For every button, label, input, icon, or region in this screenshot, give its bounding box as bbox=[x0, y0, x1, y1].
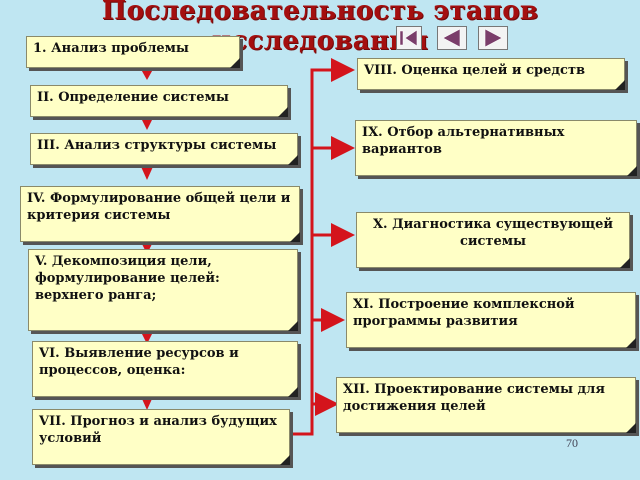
next-slide-button[interactable] bbox=[478, 26, 508, 50]
step-9-box: IX. Отбор альтернативных вариантов bbox=[355, 120, 637, 176]
step-7-box: VII. Прогноз и анализ будущих условий bbox=[32, 409, 290, 465]
page-title: Последовательность этапов исследования bbox=[101, 0, 539, 56]
prev-icon bbox=[442, 28, 461, 48]
step-1-box: 1. Анализ проблемы bbox=[26, 36, 240, 68]
step-4-box: IV. Формулирование общей цели и критерия… bbox=[20, 186, 300, 242]
page-number: 70 bbox=[566, 436, 578, 450]
step-6-box: VI. Выявление ресурсов и процессов, оцен… bbox=[32, 341, 298, 397]
step-5-box: V. Декомпозиция цели, формулирование цел… bbox=[28, 249, 298, 331]
first-slide-button[interactable] bbox=[396, 26, 422, 50]
first-icon bbox=[399, 29, 418, 47]
step-2-box: II. Определение системы bbox=[30, 85, 288, 117]
step-8-box: VIII. Оценка целей и средств bbox=[357, 58, 625, 90]
step-12-box: XII. Проектирование системы для достижен… bbox=[336, 377, 636, 433]
step-3-box: III. Анализ структуры системы bbox=[30, 133, 298, 165]
step-11-box: XI. Построение комплексной программы раз… bbox=[346, 292, 636, 348]
next-icon bbox=[484, 28, 503, 48]
prev-slide-button[interactable] bbox=[437, 26, 467, 50]
step-10-box: X. Диагностика существующей системы bbox=[356, 212, 630, 268]
